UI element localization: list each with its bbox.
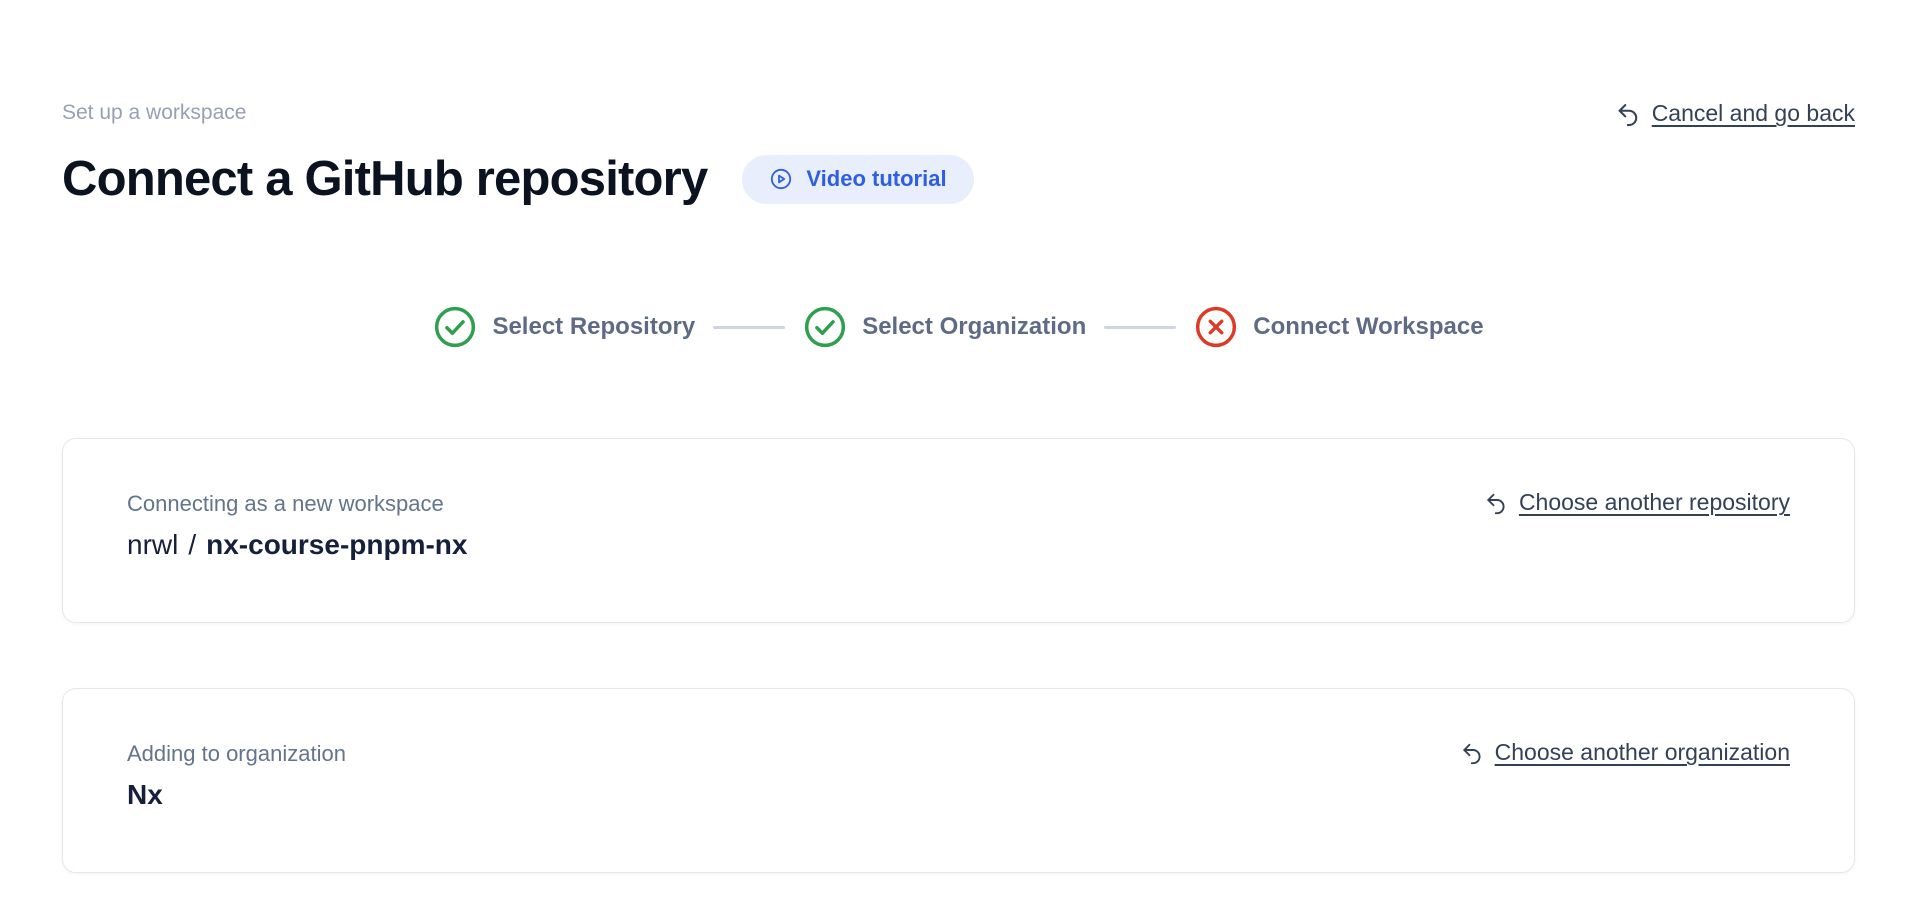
cancel-and-go-back-link[interactable]: Cancel and go back [1615,100,1855,127]
video-tutorial-button[interactable]: Video tutorial [742,154,974,204]
organization-card-info: Adding to organization Nx [127,739,346,812]
top-row: Set up a workspace Cancel and go back [62,100,1855,127]
undo-arrow-icon [1484,491,1508,515]
eyebrow-text: Set up a workspace [62,101,247,124]
repository-name: nx-course-pnpm-nx [206,529,468,560]
undo-arrow-icon [1615,101,1641,127]
play-circle-icon [769,167,793,191]
repository-owner: nrwl [127,529,179,560]
step-select-organization: Select Organization [803,305,1086,349]
repository-card: Connecting as a new workspace nrwl / nx-… [62,438,1855,623]
video-tutorial-label: Video tutorial [806,166,947,191]
organization-name-row: Nx [127,778,346,812]
stepper: Select Repository Select Organization Co… [62,305,1855,349]
stepper-connector [713,325,786,329]
organization-name: Nx [127,779,163,810]
undo-arrow-icon [1460,741,1484,765]
check-circle-icon [433,305,477,349]
repository-card-label: Connecting as a new workspace [127,491,444,516]
stepper-connector [1104,325,1177,329]
title-row: Connect a GitHub repository Video tutori… [62,151,1855,207]
repository-full-name: nrwl / nx-course-pnpm-nx [127,528,467,562]
repository-separator: / [188,529,197,560]
step-label: Select Repository [492,313,696,340]
choose-another-organization-link[interactable]: Choose another organization [1460,739,1790,766]
step-select-repository: Select Repository [433,305,695,349]
connect-github-repository-page: Set up a workspace Cancel and go back Co… [62,100,1855,873]
choose-another-repository-link[interactable]: Choose another repository [1484,489,1790,516]
organization-card-label: Adding to organization [127,741,346,766]
choose-another-organization-label: Choose another organization [1494,739,1790,765]
step-connect-workspace: Connect Workspace [1194,305,1484,349]
step-label: Select Organization [862,313,1087,340]
organization-card: Adding to organization Nx Choose another… [62,688,1855,873]
page-title: Connect a GitHub repository [62,152,708,206]
step-label: Connect Workspace [1253,313,1484,340]
choose-another-repository-label: Choose another repository [1518,489,1790,515]
check-circle-icon [803,305,847,349]
cancel-link-label: Cancel and go back [1651,100,1855,126]
x-circle-icon [1194,305,1238,349]
repository-card-info: Connecting as a new workspace nrwl / nx-… [127,489,467,562]
